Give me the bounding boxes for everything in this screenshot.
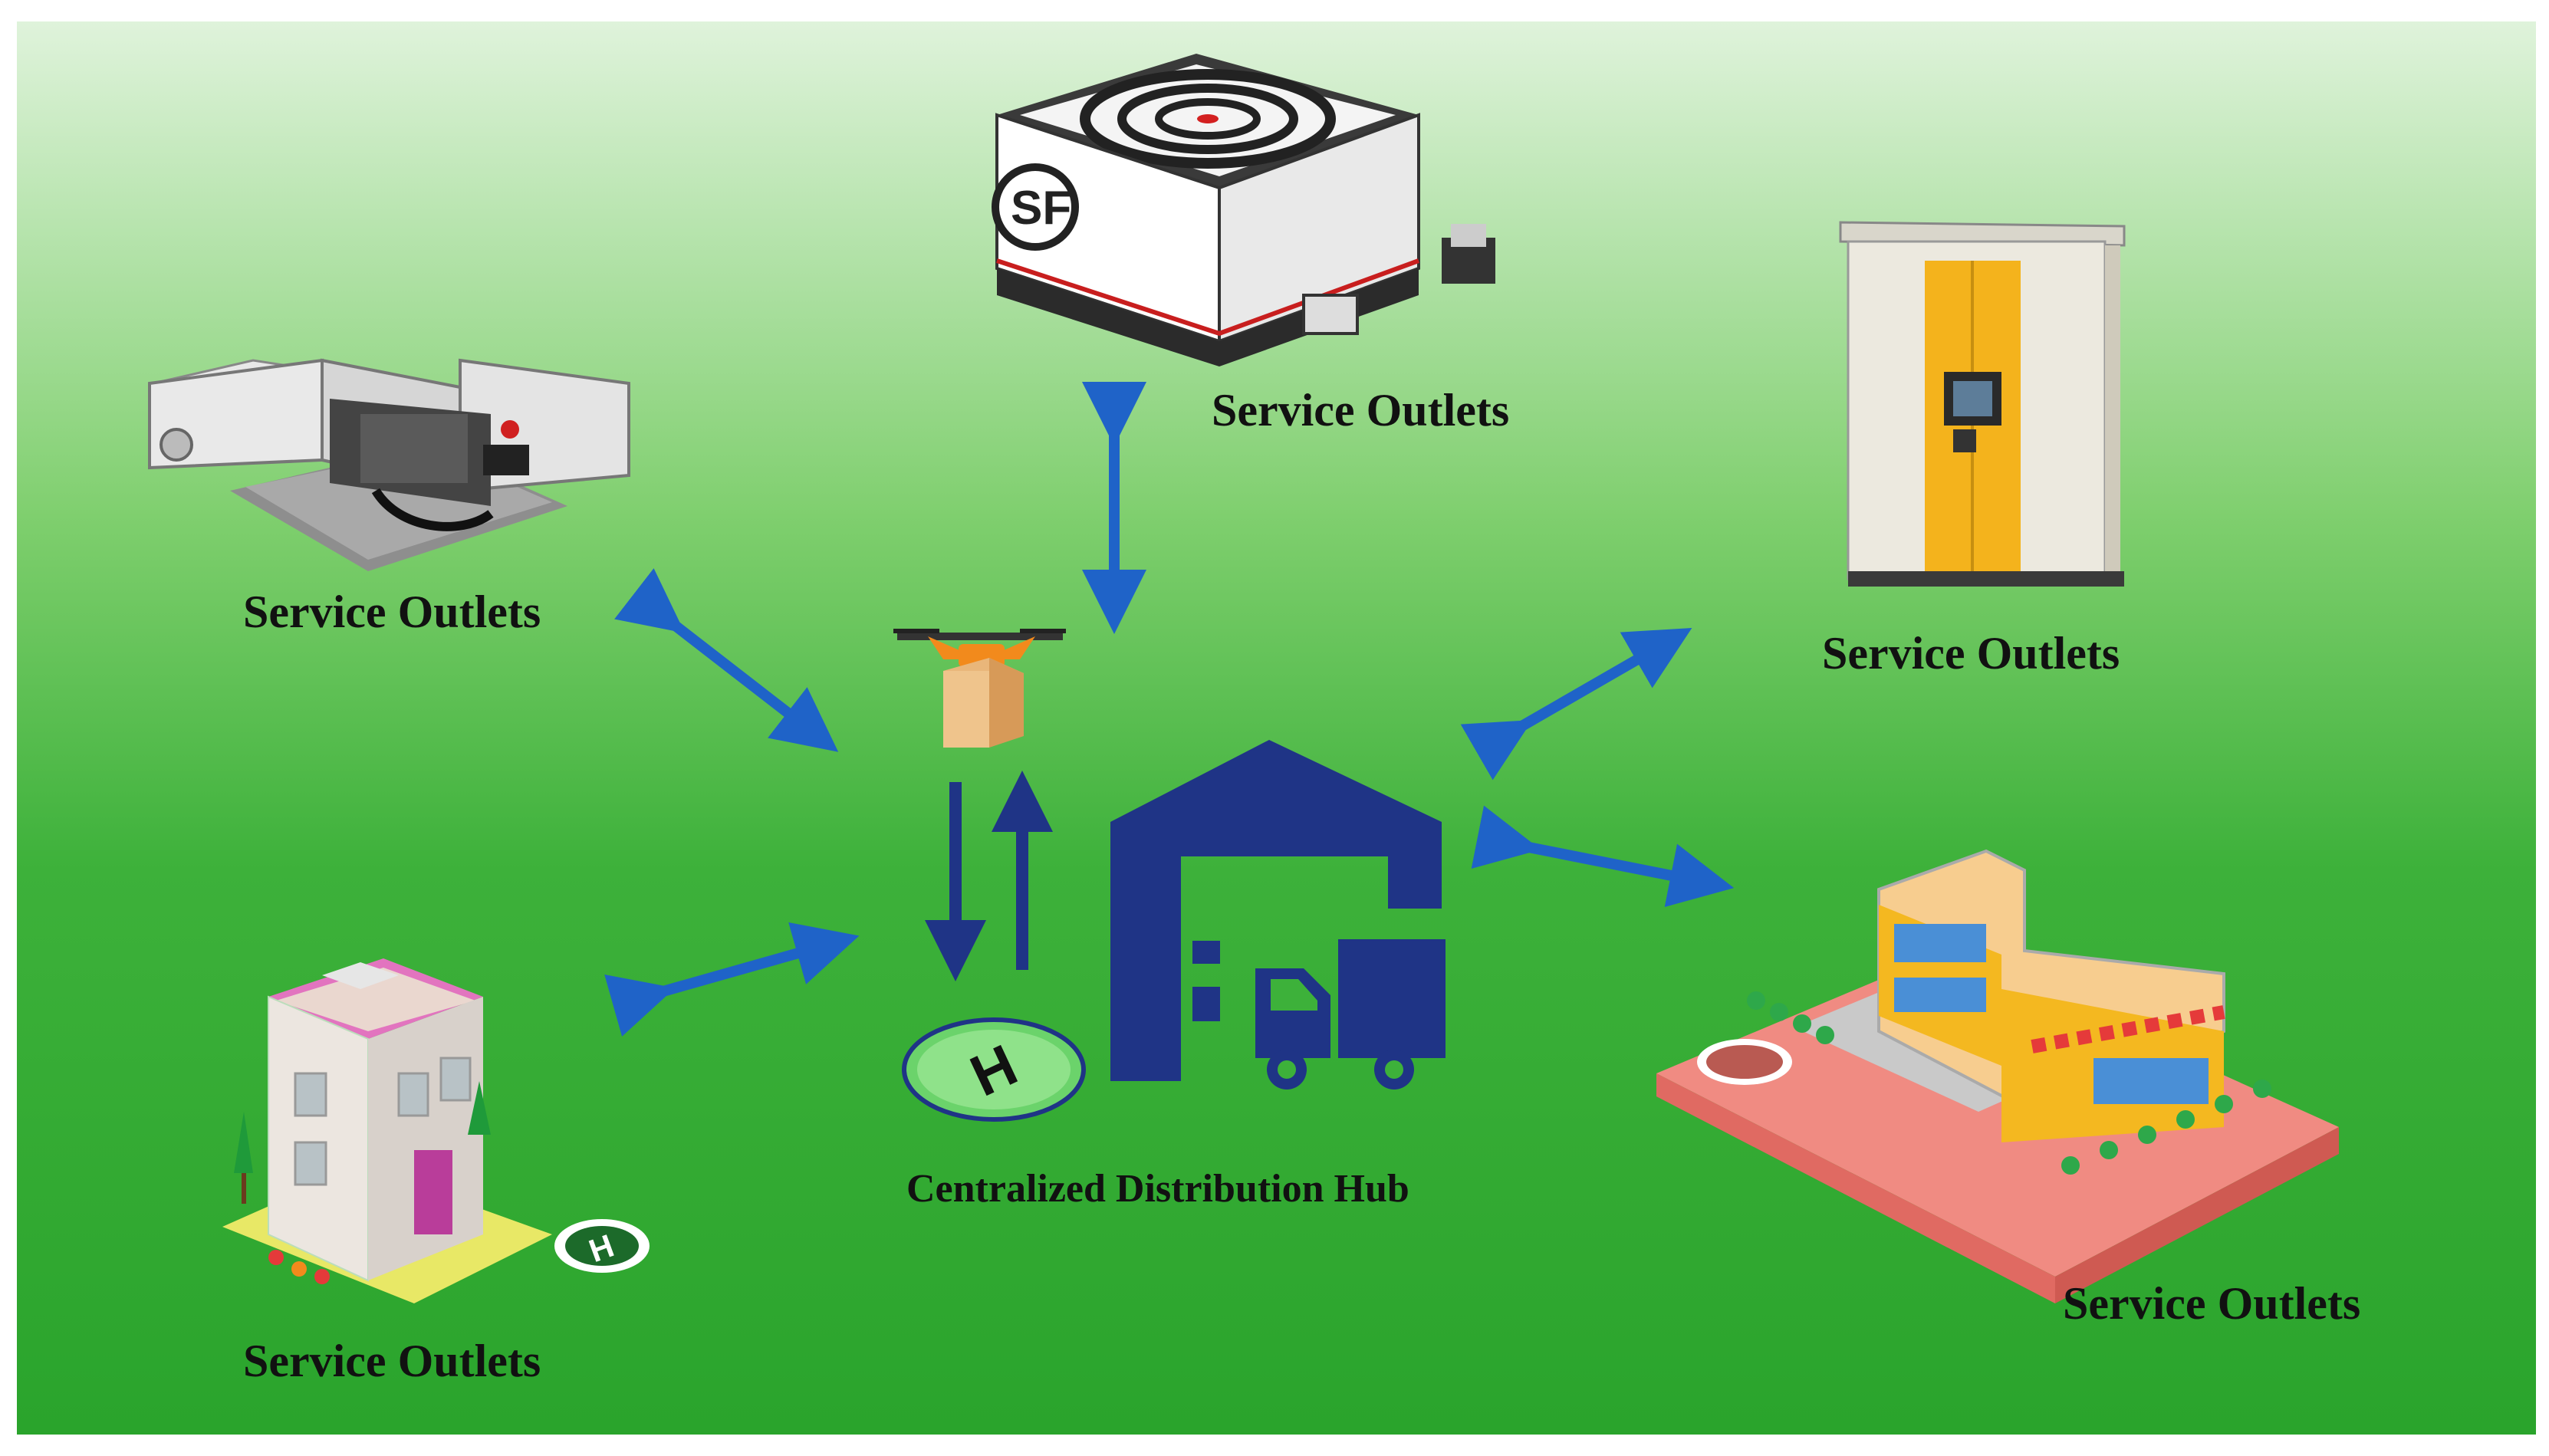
hub-label: Centralized Distribution Hub [906, 1167, 1409, 1211]
sf-logo: SF [1011, 182, 1071, 235]
outlet-label-top: Service Outlets [1212, 385, 1510, 435]
drone-station-box-icon: SF [992, 54, 1495, 366]
flow-arrows [604, 382, 1735, 1037]
outlet-label-upper-left: Service Outlets [243, 587, 541, 637]
outlet-label-lower-right: Service Outlets [2063, 1278, 2361, 1329]
warehouse-truck-icon [1110, 740, 1446, 1090]
outlet-label-lower-left: Service Outlets [243, 1336, 541, 1386]
outlet-label-upper-right: Service Outlets [1822, 628, 2120, 679]
parcel-locker-cabinet-icon [1839, 221, 2126, 587]
shopping-mall-icon [1656, 849, 2339, 1303]
delivery-drone-icon [893, 629, 1066, 748]
arrow-hub-upper-right [1460, 628, 1692, 781]
arrow-hub-upper-left [614, 568, 839, 752]
hub-helipad-icon: H [902, 1017, 1086, 1122]
arrow-hub-lower-left [604, 922, 860, 1037]
drone-docking-platform-icon [148, 358, 630, 571]
arrow-hub-lower-right [1471, 805, 1735, 908]
residential-building-icon: H [222, 958, 650, 1303]
